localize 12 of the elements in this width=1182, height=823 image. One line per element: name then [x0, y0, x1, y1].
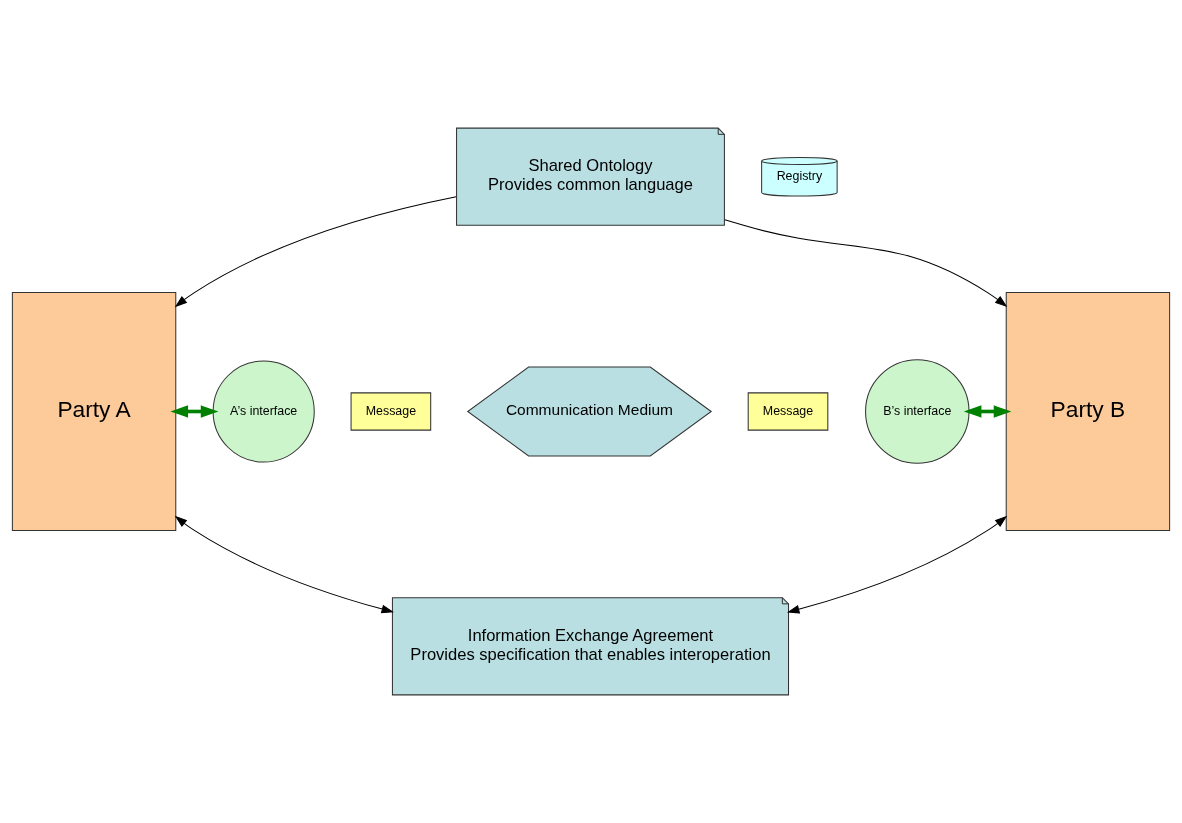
arrow [963, 405, 1012, 418]
node-box: Message [747, 392, 829, 431]
arrow [170, 405, 219, 418]
node-box: Message [350, 392, 432, 431]
arrow [174, 196, 457, 308]
arrow [174, 515, 394, 614]
arrow [724, 219, 1008, 308]
node-circle: B’s interface [865, 359, 970, 464]
node-circle: A’s interface [212, 360, 315, 463]
node-box: Party B [1005, 292, 1171, 531]
arrow [787, 515, 1008, 614]
node-box: Party A [11, 292, 177, 531]
